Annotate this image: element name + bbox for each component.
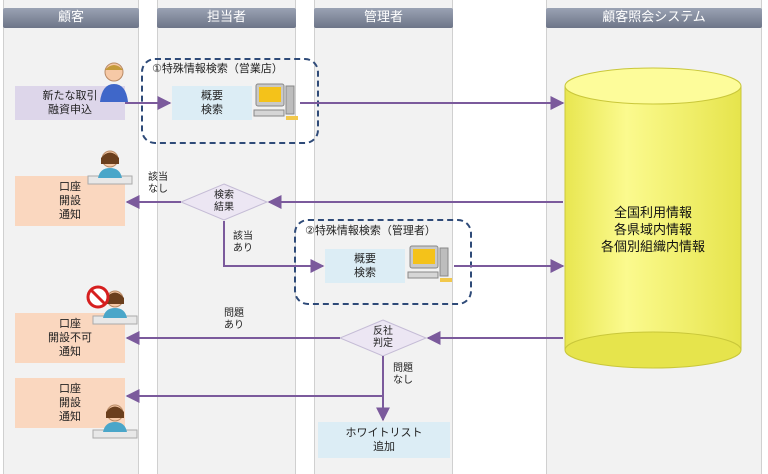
lane-header-system: 顧客照会システム (546, 8, 762, 28)
open-notice-1-line-1: 口座 (59, 180, 81, 193)
summary-search-2-line-2: 検索 (354, 266, 376, 279)
staff-person-icon (92, 404, 138, 439)
whitelist-line-2: 追加 (373, 440, 395, 453)
group-title-manager: ②特殊情報検索（管理者） (305, 224, 436, 237)
group-title-branch: ①特殊情報検索（営業店） (152, 62, 283, 75)
match-line-2: あり (233, 243, 253, 254)
group-special-search-manager (294, 219, 472, 305)
reject-notice-line-1: 口座 (59, 317, 81, 330)
antisocial-line-1: 反社 (373, 326, 393, 337)
staff-person-icon (92, 290, 138, 325)
edge-label-match: 該当 あり (233, 231, 253, 255)
no-match-line-2: なし (148, 184, 168, 195)
summary-search-1-line-1: 概要 (201, 89, 223, 102)
database-line-3: 各個別組織内情報 (600, 240, 705, 255)
no-match-line-1: 該当 (148, 172, 168, 183)
search-result-diamond (179, 183, 269, 221)
open-notice-1-line-3: 通知 (59, 208, 81, 221)
edge-label-no-match: 該当 なし (148, 172, 168, 196)
open-notice-1-line-2: 開設 (59, 194, 81, 207)
account-open-notice-box-2: 口座 開設 通知 (15, 378, 125, 428)
computer-icon (253, 83, 298, 120)
database-contents: 全国利用情報 各県域内情報 各個別組織内情報 (585, 205, 721, 256)
account-open-notice-box-1: 口座 開設 通知 (15, 176, 125, 226)
lane-header-staff: 担当者 (157, 8, 296, 28)
reject-notice-line-2: 開設不可 (48, 331, 92, 344)
match-line-1: 該当 (233, 231, 253, 242)
search-result-line-1: 検索 (214, 190, 234, 201)
open-notice-2-line-1: 口座 (59, 382, 81, 395)
database-line-2: 各県域内情報 (613, 223, 692, 238)
whitelist-line-1: ホワイトリスト (345, 426, 423, 439)
whitelist-add-box: ホワイトリスト 追加 (318, 422, 450, 458)
edge-label-problem: 問題 あり (224, 308, 244, 332)
new-request-line-1: 新たな取引 (42, 89, 98, 102)
open-notice-2-line-2: 開設 (59, 396, 81, 409)
lane-header-manager: 管理者 (314, 8, 453, 28)
problem-line-1: 問題 (224, 308, 244, 319)
open-notice-2-line-3: 通知 (59, 410, 81, 423)
no-problem-line-1: 問題 (393, 363, 413, 374)
summary-search-box-2: 概要 検索 (325, 249, 405, 283)
computer-icon (407, 245, 452, 282)
antisocial-line-2: 判定 (373, 338, 393, 349)
summary-search-1-line-2: 検索 (201, 103, 223, 116)
antisocial-judgment-label: 反社 判定 (353, 325, 413, 351)
prohibited-icon (86, 285, 110, 309)
staff-person-icon (87, 150, 133, 185)
search-result-line-2: 結果 (214, 202, 234, 213)
summary-search-2-line-1: 概要 (354, 252, 376, 265)
reject-notice-line-3: 通知 (59, 345, 81, 358)
problem-line-2: あり (224, 320, 244, 331)
database-line-1: 全国利用情報 (613, 206, 692, 221)
search-result-label: 検索 結果 (194, 189, 254, 215)
no-problem-line-2: なし (393, 375, 413, 386)
edge-label-no-problem: 問題 なし (393, 363, 413, 387)
customer-person-icon (100, 62, 128, 102)
arrow-result-to-manager-search (223, 221, 325, 273)
summary-search-box-1: 概要 検索 (172, 86, 252, 120)
lane-header-customer: 顧客 (3, 8, 139, 28)
new-request-line-2: 融資申込 (48, 103, 92, 116)
group-special-search-branch (141, 58, 319, 144)
